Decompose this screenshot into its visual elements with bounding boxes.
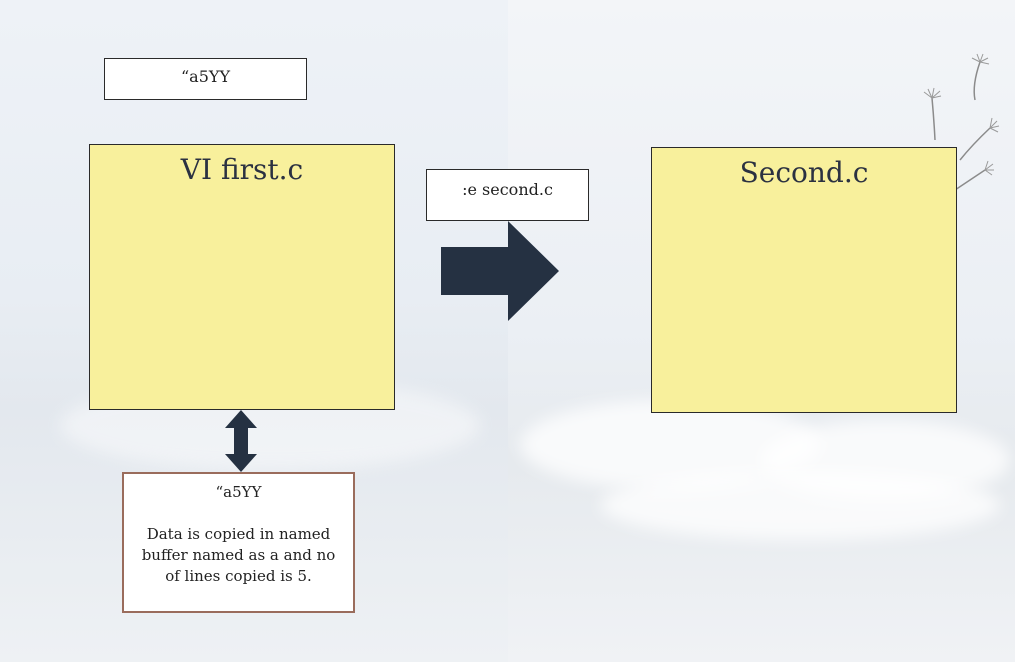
note-command: “a5YY [215,483,262,501]
dandelion-icon [923,53,1000,191]
right-arrow-icon [441,221,559,321]
command-label-top: “a5YY [104,58,307,100]
cloud-decoration [600,470,1000,540]
command-label-edit: :e second.c [426,169,589,221]
second-file-panel: Second.c [651,147,957,413]
second-file-title: Second.c [739,156,869,189]
first-file-panel: VI first.c [89,144,395,410]
explanation-note: “a5YY Data is copied in named buffer nam… [122,472,355,613]
note-spacer [136,503,341,524]
first-file-title: VI first.c [180,153,304,186]
double-vertical-arrow-icon [225,410,257,472]
command-edit-text: :e second.c [462,180,553,199]
note-description: Data is copied in named buffer named as … [141,525,336,585]
command-label-text: “a5YY [180,67,231,86]
